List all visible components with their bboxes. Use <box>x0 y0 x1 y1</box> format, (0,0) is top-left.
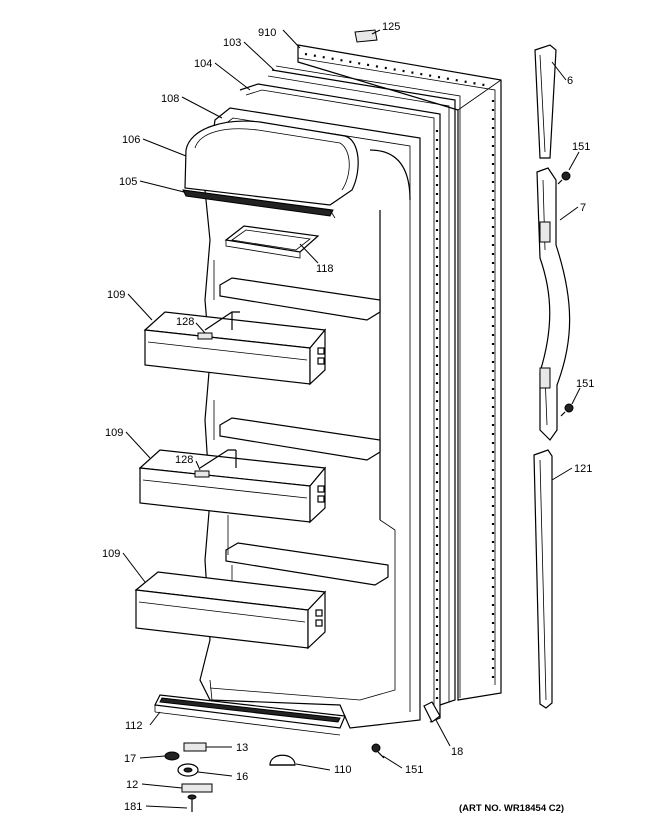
handle-trim-bottom <box>533 449 553 709</box>
callout-118: 118 <box>316 263 334 275</box>
bottom-trim <box>154 694 346 736</box>
callout-109-lower: 109 <box>102 548 120 560</box>
callout-109-upper: 109 <box>107 289 125 301</box>
callout-104: 104 <box>194 58 212 70</box>
door-shelf-bin-1 <box>143 311 327 386</box>
callout-108: 108 <box>161 93 179 105</box>
dairy-bin <box>182 189 336 219</box>
callout-105: 105 <box>119 176 137 188</box>
callout-labels: 125 910 103 104 108 106 105 118 109 128 … <box>102 21 594 814</box>
callout-13: 13 <box>236 742 248 754</box>
door-handle <box>536 167 571 441</box>
callout-106: 106 <box>122 134 140 146</box>
callout-110: 110 <box>334 764 352 776</box>
callout-112: 112 <box>125 720 143 732</box>
callout-16: 16 <box>236 771 248 783</box>
callout-151-middle: 151 <box>576 378 594 390</box>
callout-125: 125 <box>382 21 400 33</box>
callout-910: 910 <box>258 27 276 39</box>
screw-bottom <box>371 743 385 759</box>
dairy-door <box>184 120 359 206</box>
callout-128-middle: 128 <box>175 454 193 466</box>
handle-screw-bottom <box>560 403 574 417</box>
callout-121: 121 <box>574 463 592 475</box>
callout-103: 103 <box>223 37 241 49</box>
leader-lines <box>122 29 581 809</box>
hinge-hardware <box>164 742 213 812</box>
callout-128-upper: 128 <box>176 316 194 328</box>
handle-screw-top <box>557 171 571 185</box>
callout-6: 6 <box>567 75 573 87</box>
callout-181: 181 <box>124 801 142 813</box>
breaker-strip <box>239 83 441 723</box>
callout-151-top: 151 <box>572 141 590 153</box>
utility-tray <box>224 225 320 259</box>
trim-piece <box>354 29 378 43</box>
hinge-cap <box>269 754 296 766</box>
door-shelf-bin-3 <box>134 571 327 650</box>
callout-18: 18 <box>451 746 463 758</box>
callout-17: 17 <box>124 753 136 765</box>
callout-7: 7 <box>580 202 586 214</box>
door-shelf-bin-2 <box>138 449 327 524</box>
seal-strip <box>423 701 441 723</box>
door-gasket <box>267 65 461 706</box>
callout-109-middle: 109 <box>105 427 123 439</box>
callout-151-bottom: 151 <box>405 764 423 776</box>
handle-trim-top <box>534 44 557 159</box>
callout-12: 12 <box>126 779 138 791</box>
art-number: (ART NO. WR18454 C2) <box>459 803 564 814</box>
